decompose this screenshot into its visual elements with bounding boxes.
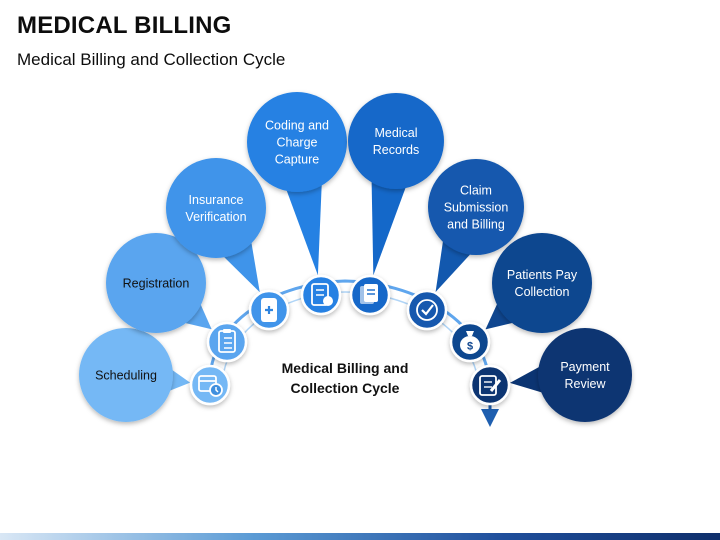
- stage-bubble: [79, 328, 173, 422]
- stage-label-line: Submission: [444, 201, 509, 215]
- stage-bubble: [538, 328, 632, 422]
- stage-bubble: [166, 158, 266, 258]
- stage-label-line: Records: [373, 143, 420, 157]
- stage-2: Registration: [106, 233, 248, 363]
- medical-card-icon: [261, 298, 277, 322]
- stage-label-line: Charge: [277, 136, 318, 150]
- stage-label-line: Review: [565, 377, 607, 391]
- stage-label-line: Collection: [515, 285, 570, 299]
- center-label-line-2: Collection Cycle: [290, 380, 400, 396]
- stage-pointer: [280, 168, 323, 276]
- stage-label-line: Insurance: [189, 193, 244, 207]
- center-label-line-1: Medical Billing and: [281, 360, 409, 376]
- stage-icon-node: [189, 364, 231, 406]
- stage-icon-node: [206, 321, 248, 363]
- stage-icon-node: [406, 289, 448, 331]
- svg-text:$: $: [467, 341, 473, 353]
- stage-bubble: [247, 92, 347, 192]
- edit-form-icon: [479, 375, 502, 396]
- stage-label-line: Verification: [185, 210, 246, 224]
- stage-icon-node: [469, 364, 511, 406]
- stage-label-line: Scheduling: [95, 369, 157, 383]
- stage-label-line: Patients Pay: [507, 268, 578, 282]
- document-coding-icon: [311, 283, 333, 306]
- stage-bubble: [106, 233, 206, 333]
- stage-bubble: [492, 233, 592, 333]
- stage-label-line: Medical: [374, 126, 417, 140]
- center-label: Medical Billing and Collection Cycle: [250, 358, 440, 398]
- page-title: MEDICAL BILLING: [17, 12, 232, 39]
- bottom-accent-bar: [0, 533, 720, 540]
- stage-bubble: [348, 93, 444, 189]
- documents-stack-icon: [360, 284, 378, 304]
- stage-label-line: Coding and: [265, 119, 329, 133]
- money-bag-icon: $: [460, 331, 480, 354]
- stage-1: Scheduling: [79, 328, 231, 422]
- clipboard-checklist-icon: [218, 329, 236, 353]
- stage-label-line: Registration: [123, 277, 190, 291]
- stage-pointer: [371, 166, 412, 276]
- stage-label-line: Payment: [560, 360, 610, 374]
- stage-bubble: [428, 159, 524, 255]
- stage-label-line: Claim: [460, 184, 492, 198]
- calendar-clock-icon: [198, 375, 223, 397]
- stage-label-line: and Billing: [447, 218, 505, 232]
- checkmark-badge-icon: [416, 299, 438, 321]
- page-subtitle: Medical Billing and Collection Cycle: [17, 50, 286, 69]
- stage-label-line: Capture: [275, 153, 320, 167]
